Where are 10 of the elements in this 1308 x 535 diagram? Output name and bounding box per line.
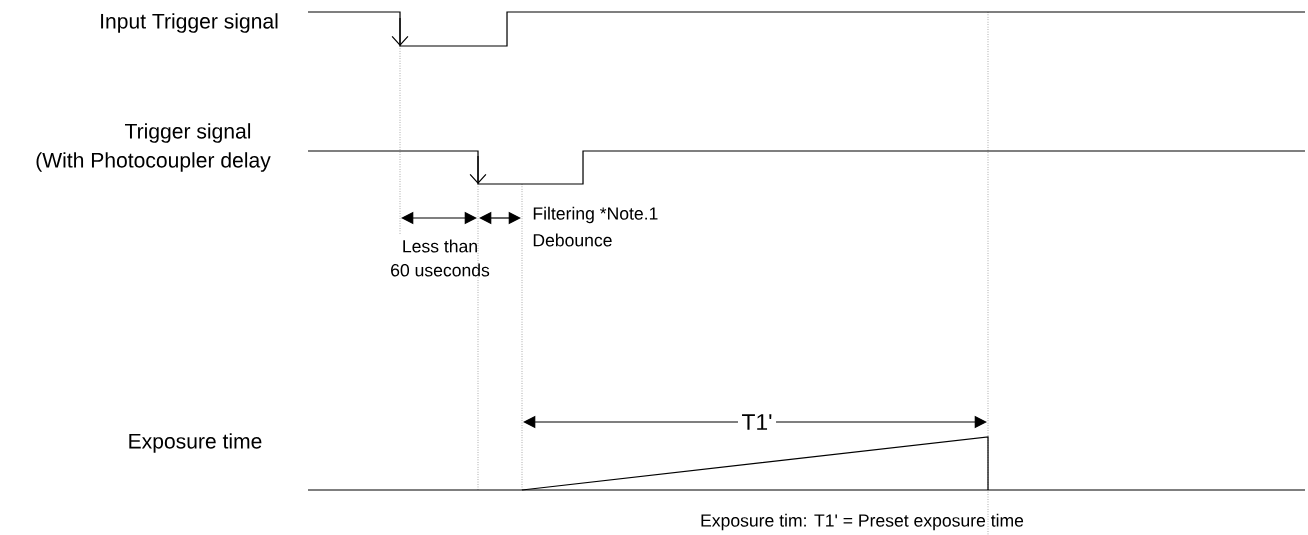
signal-name: Input Trigger signal: [101, 13, 278, 33]
signal-name: Exposure time: [129, 433, 262, 453]
signal-name: (With Photocoupler delay: [36, 152, 271, 172]
note-text: Debounce: [533, 233, 612, 247]
signal-name: Trigger signal: [125, 123, 251, 143]
dimension-label: Less than: [403, 239, 477, 253]
footnote-text: Exposure tim: T1' = Preset exposure time: [701, 513, 1024, 531]
dimension-label: 60 useconds: [391, 263, 490, 277]
dimension-label: T1': [738, 410, 777, 434]
note-text: Filtering *Note.1: [533, 206, 658, 224]
